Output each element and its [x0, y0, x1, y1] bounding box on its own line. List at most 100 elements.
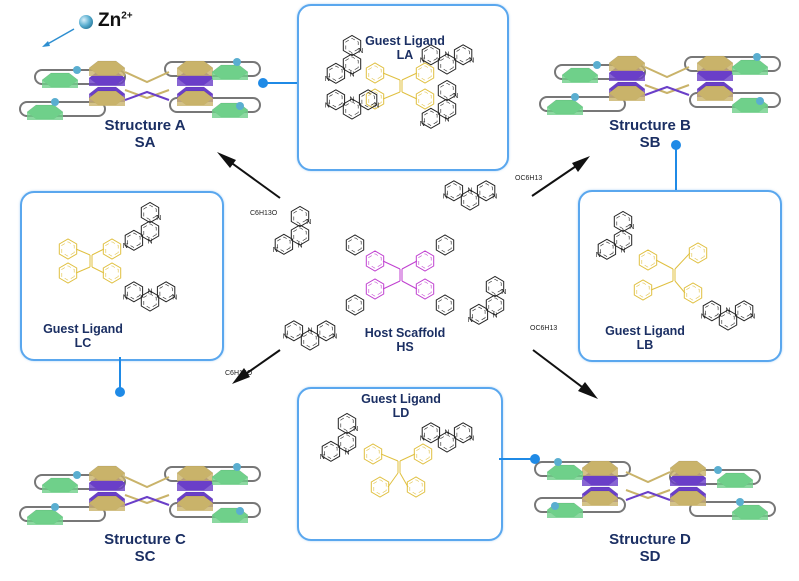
purple-hexagon-side	[609, 73, 645, 81]
ring-inner-bond	[143, 223, 157, 239]
ring-inner-bond	[636, 282, 650, 298]
ring-inner-bond	[105, 265, 119, 281]
ring-inner-bond	[368, 65, 382, 81]
gold-hexagon-side	[89, 98, 125, 106]
gold-linker	[124, 476, 170, 505]
benzene-ring	[718, 309, 738, 331]
gold-linker	[124, 71, 170, 100]
zinc-ion	[736, 498, 744, 506]
benzene-ring	[688, 242, 708, 264]
ring-inner-bond	[418, 65, 432, 81]
bond	[401, 260, 418, 270]
nitrogen-atom-label: N	[332, 333, 337, 340]
zinc-ion	[233, 463, 241, 471]
ring-inner-bond	[456, 47, 470, 63]
benzene-ring	[437, 431, 457, 453]
benzene-ring	[290, 224, 310, 246]
green-hexagon-side	[547, 107, 583, 115]
green-hexagon-side	[212, 72, 248, 80]
ring-inner-bond	[324, 443, 338, 459]
ring-inner-bond	[479, 183, 493, 199]
green-hexagon-side	[42, 485, 78, 493]
ring-inner-bond	[616, 213, 630, 230]
benzene-ring	[337, 431, 357, 453]
nitrogen-atom-label: N	[148, 289, 153, 296]
ring-inner-bond	[418, 253, 432, 269]
bond	[399, 472, 409, 488]
nitrogen-atom-label: N	[445, 430, 450, 437]
nitrogen-atom-label: N	[420, 435, 425, 442]
bond	[650, 280, 674, 291]
nitrogen-atom-label: N	[345, 450, 350, 457]
nitrogen-atom-label: N	[469, 435, 474, 442]
gold-hexagon-side	[582, 468, 618, 476]
benzene-ring	[284, 320, 304, 342]
benzene-ring	[58, 238, 78, 260]
ring-inner-bond	[368, 281, 382, 297]
benzene-ring	[345, 294, 365, 316]
benzene-ring	[124, 281, 144, 303]
ring-inner-bond	[329, 92, 343, 108]
ligand-lc-box	[20, 191, 224, 361]
ring-inner-bond	[463, 192, 477, 208]
benzene-ring	[469, 303, 489, 325]
structure-a-label: Structure A SA	[104, 117, 186, 151]
purple-hexagon-side	[177, 483, 213, 491]
nitrogen-atom-label: N	[374, 102, 379, 109]
green-hexagon-side	[547, 510, 583, 518]
green-hexagon-side	[717, 480, 753, 488]
ring-inner-bond	[616, 232, 630, 248]
nitrogen-atom-label: N	[468, 188, 473, 195]
ring-inner-bond	[348, 297, 362, 313]
ring-inner-bond	[361, 92, 375, 108]
nitrogen-atom-label: N	[350, 97, 355, 104]
arrow-to-sd	[532, 349, 598, 399]
nitrogen-atom-label: N	[726, 308, 731, 315]
benzene-ring	[274, 233, 294, 255]
benzene-ring	[363, 443, 383, 465]
zinc-ion	[233, 58, 241, 66]
bond	[75, 248, 91, 256]
nitrogen-atom-label: N	[156, 215, 161, 222]
nitrogen-atom-label: N	[453, 93, 458, 100]
benzene-ring	[485, 275, 505, 298]
bond	[382, 260, 401, 270]
bond	[401, 280, 418, 290]
benzene-ring	[633, 279, 653, 301]
benzene-ring	[421, 44, 441, 66]
zinc-ion-legend-icon	[79, 15, 93, 29]
benzene-ring	[435, 234, 455, 256]
gold-hexagon-side	[670, 468, 706, 476]
benzene-ring	[342, 53, 362, 75]
ring-inner-bond	[705, 303, 719, 319]
benzene-ring	[485, 294, 505, 316]
ring-inner-bond	[127, 232, 141, 248]
purple-linker	[124, 495, 170, 506]
connector-lc-sc	[115, 357, 125, 397]
ring-inner-bond	[143, 293, 157, 309]
structure-b-assembly	[539, 53, 781, 115]
purple-hexagon-side	[89, 78, 125, 86]
benzene-ring	[415, 62, 435, 84]
benzene-ring	[444, 180, 464, 202]
ring-inner-bond	[721, 312, 735, 328]
ring-inner-bond	[424, 110, 438, 126]
benzene-ring	[365, 88, 385, 110]
benzene-ring	[358, 89, 378, 111]
ring-inner-bond	[303, 332, 317, 348]
nitrogen-atom-label: N	[621, 248, 626, 255]
ring-inner-bond	[737, 303, 751, 319]
benzene-ring	[683, 282, 703, 304]
ligand-la-box	[297, 4, 509, 171]
gold-hexagon-side	[177, 98, 213, 106]
benzene-ring	[365, 278, 385, 300]
ring-inner-bond	[159, 284, 173, 300]
zinc-ion	[593, 61, 601, 69]
green-hexagon-side	[547, 472, 583, 480]
arrow-to-sb	[531, 156, 590, 197]
nitrogen-atom-label: N	[358, 48, 363, 55]
benzene-ring	[437, 98, 457, 120]
